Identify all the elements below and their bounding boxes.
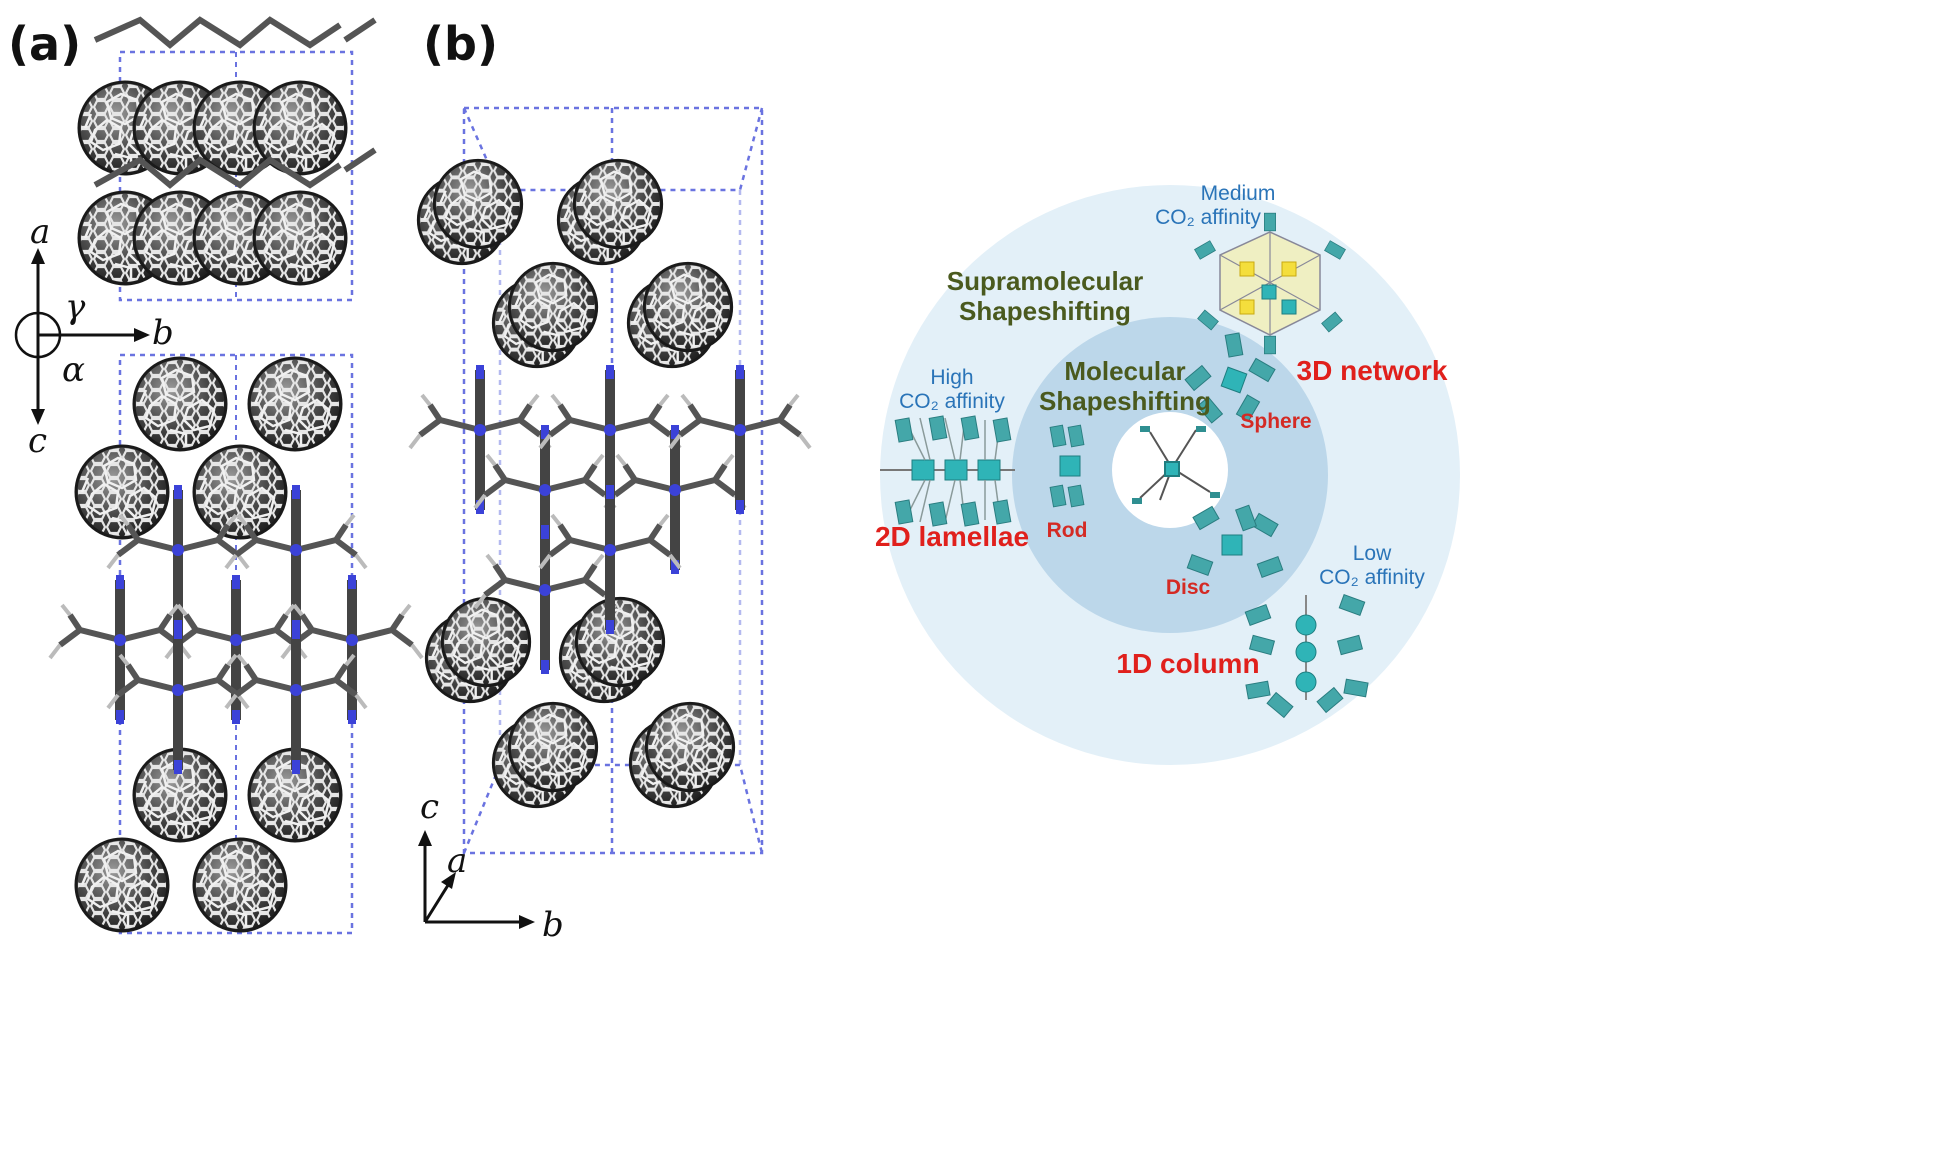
central-molecule-icon bbox=[1132, 426, 1220, 504]
panel-a-bottom-cell bbox=[50, 353, 422, 935]
label-disc: Disc bbox=[1166, 576, 1211, 599]
rod-icon bbox=[1049, 424, 1085, 508]
label-molecular-1: Molecular bbox=[1064, 356, 1185, 386]
axis-a-label: a bbox=[30, 212, 50, 252]
label-1d-column: 1D column bbox=[1116, 648, 1259, 679]
label-supramolecular-1: Supramolecular bbox=[947, 266, 1144, 296]
label-low-2: CO₂ affinity bbox=[1319, 566, 1425, 589]
label-medium-1: Medium bbox=[1201, 182, 1276, 205]
axis-gamma-label: γ bbox=[65, 287, 86, 327]
network-icon bbox=[1194, 212, 1346, 355]
axis-b-label: b bbox=[152, 313, 174, 353]
panel-b-label: (b) bbox=[423, 17, 498, 71]
panel-a-axes: a b c γ α bbox=[14, 212, 174, 461]
label-3d-network: 3D network bbox=[1297, 355, 1448, 386]
panel-a: (a) bbox=[8, 16, 422, 935]
label-medium-2: CO₂ affinity bbox=[1155, 206, 1261, 229]
label-low-1: Low bbox=[1353, 542, 1392, 565]
panel-a-label: (a) bbox=[8, 17, 81, 71]
lamellae-icon bbox=[880, 415, 1015, 527]
panel-b-axes: c a b bbox=[418, 787, 564, 945]
label-high-2: CO₂ affinity bbox=[899, 390, 1005, 413]
label-supramolecular-2: Shapeshifting bbox=[959, 296, 1131, 326]
disc-icon bbox=[1186, 504, 1284, 578]
label-sphere: Sphere bbox=[1240, 410, 1311, 433]
label-high-1: High bbox=[930, 366, 973, 389]
panel-b: (b) bbox=[410, 17, 810, 945]
panel-b-axis-b: b bbox=[542, 905, 564, 945]
panel-a-top-cell bbox=[77, 16, 377, 302]
sphere-icon bbox=[1184, 332, 1276, 424]
axis-alpha-label: α bbox=[62, 350, 85, 390]
shapeshifting-diagram: Supramolecular Shapeshifting Molecular S… bbox=[875, 182, 1460, 765]
panel-b-axis-a: a bbox=[447, 841, 467, 881]
axis-c-label: c bbox=[28, 421, 47, 461]
label-molecular-2: Shapeshifting bbox=[1039, 386, 1211, 416]
label-2d-lamellae: 2D lamellae bbox=[875, 521, 1029, 552]
label-rod: Rod bbox=[1047, 519, 1088, 542]
panel-b-axis-c: c bbox=[420, 787, 439, 827]
column-icon bbox=[1244, 594, 1369, 718]
panel-a-top-molecules bbox=[93, 16, 377, 189]
